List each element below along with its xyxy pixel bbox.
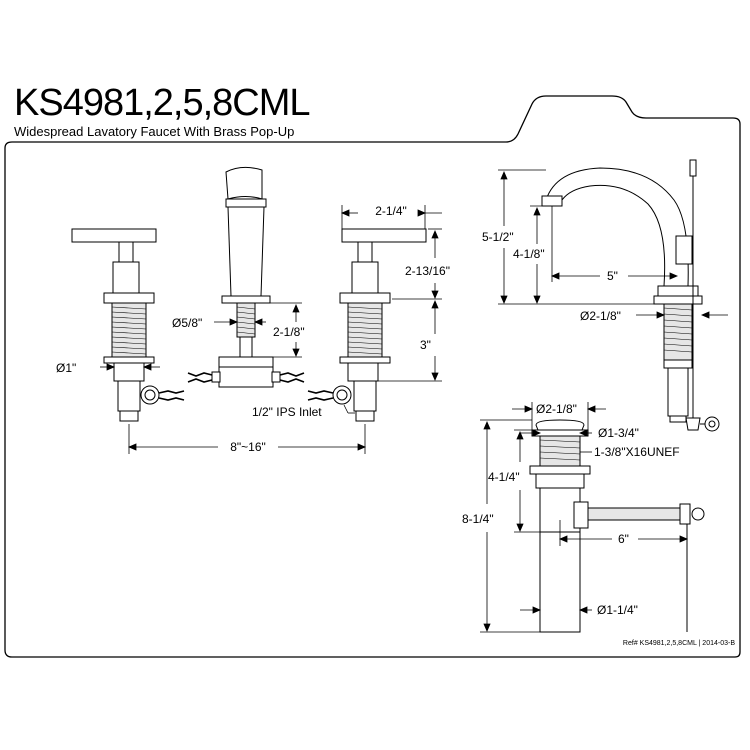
faucet-side-view xyxy=(541,159,720,432)
dim-valve-dia: Ø1" xyxy=(56,361,76,375)
product-description: Widespread Lavatory Faucet With Brass Po… xyxy=(14,124,295,139)
drain-assembly xyxy=(529,419,705,633)
spout-assembly xyxy=(187,166,305,388)
dim-base-dia: Ø2-1/8" xyxy=(580,309,621,323)
dim-handle-width: 2-1/4" xyxy=(375,204,407,218)
dim-spread: 8"~16" xyxy=(230,440,266,454)
model-title: KS4981,2,5,8CML xyxy=(14,82,311,124)
dim-valve-height: 3" xyxy=(420,338,431,352)
side-dimension-lines xyxy=(498,169,728,319)
dim-shank-height: 2-1/8" xyxy=(273,325,305,339)
right-handle-valve xyxy=(307,228,427,422)
dim-spout-shank-dia: Ø5/8" xyxy=(172,316,202,330)
drawing-frame xyxy=(4,95,741,658)
dim-drain-total-height: 8-1/4" xyxy=(462,512,494,526)
dim-inlet: 1/2" IPS Inlet xyxy=(252,405,322,419)
dim-drain-stopper-dia: Ø1-3/4" xyxy=(598,426,639,440)
dim-handle-height: 2-13/16" xyxy=(405,264,450,278)
reference-number: Ref# KS4981,2,5,8CML | 2014-03-B xyxy=(623,640,735,647)
dim-lift-rod-length: 6" xyxy=(618,532,629,546)
dim-drain-upper-height: 4-1/4" xyxy=(488,470,520,484)
drain-dimension-lines xyxy=(480,402,689,633)
dim-overall-height: 5-1/2" xyxy=(482,230,514,244)
dim-drain-thread: 1-3/8"X16UNEF xyxy=(594,445,680,459)
left-dimension-lines xyxy=(100,205,442,454)
left-handle-valve xyxy=(71,228,185,422)
dim-spout-reach: 5" xyxy=(607,269,618,283)
dim-drain-flange-dia: Ø2-1/8" xyxy=(536,402,577,416)
dim-spout-height: 4-1/8" xyxy=(513,247,545,261)
dim-tailpiece-dia: Ø1-1/4" xyxy=(597,603,638,617)
